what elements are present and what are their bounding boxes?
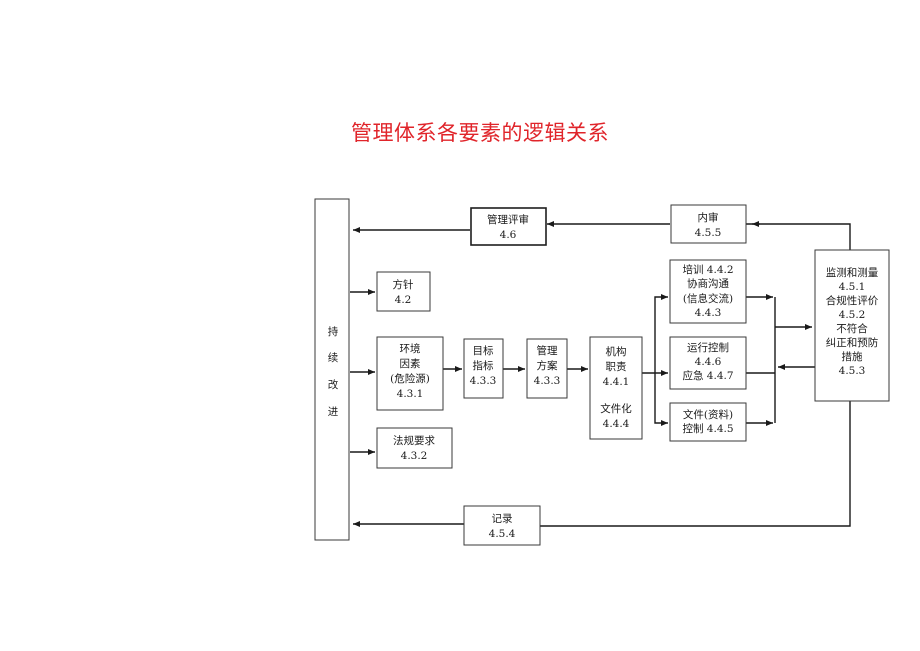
org-code-2: 4.4.4	[603, 418, 630, 430]
edge-monitoring-to-audit	[720, 223, 851, 250]
legal-requirements-box	[376, 427, 453, 469]
org-label-2: 职责	[606, 360, 627, 373]
continuous-label-2: 续	[328, 351, 339, 364]
env-label-3: (危险源)	[390, 372, 430, 385]
objectives-label-2: 指标	[473, 359, 494, 372]
page-title: 管理体系各要素的逻辑关系	[351, 121, 609, 145]
objectives-box	[463, 338, 504, 399]
operation-code: 4.4.6	[695, 356, 722, 368]
training-label-3: (信息交流)	[683, 292, 733, 305]
objectives-code: 4.3.3	[470, 375, 497, 387]
org-label-1: 机构	[606, 345, 627, 358]
org-label-3: 文件化	[600, 402, 632, 415]
monitoring-box	[814, 249, 890, 402]
monitoring-label-4: 纠正和预防	[826, 336, 879, 349]
monitoring-code-1: 4.5.1	[839, 281, 866, 293]
management-review-box	[470, 207, 547, 246]
env-label-2: 因素	[400, 357, 421, 370]
operation-label-2: 应急 4.4.7	[682, 369, 733, 382]
internal-audit-label: 内审	[698, 211, 719, 224]
records-label: 记录	[492, 513, 513, 525]
continuous-label-3: 改	[328, 378, 339, 391]
program-label-1: 管理	[537, 344, 558, 357]
policy-box	[376, 271, 431, 312]
objectives-label-1: 目标	[473, 345, 494, 357]
legal-label: 法规要求	[393, 434, 435, 447]
program-label-2: 方案	[537, 359, 558, 372]
organization-box	[589, 336, 643, 440]
program-code: 4.3.3	[534, 375, 561, 387]
monitoring-label-5: 措施	[842, 350, 863, 363]
internal-audit-box	[670, 204, 747, 244]
edge-monitoring-to-records	[540, 401, 851, 527]
continuous-improvement-box	[314, 198, 350, 541]
training-label-1: 培训 4.4.2	[682, 263, 733, 276]
training-box	[669, 259, 747, 324]
management-program-box	[526, 338, 568, 399]
edge-branch-to-training	[654, 294, 668, 373]
records-code: 4.5.4	[489, 528, 516, 540]
document-label-1: 文件(资料)	[683, 408, 733, 421]
continuous-label-1: 持	[328, 325, 339, 338]
policy-code: 4.2	[395, 294, 412, 306]
management-review-code: 4.6	[500, 229, 517, 241]
training-code: 4.4.3	[695, 307, 722, 319]
monitoring-label-2: 合规性评价	[826, 294, 879, 307]
monitoring-code-3: 4.5.3	[839, 365, 866, 377]
continuous-label-4: 进	[328, 406, 339, 418]
environmental-factors-box	[376, 336, 444, 411]
operation-control-box	[669, 336, 747, 390]
management-review-label: 管理评审	[487, 213, 529, 226]
env-label-1: 环境	[400, 342, 421, 355]
document-label-2: 控制 4.4.5	[682, 422, 733, 435]
internal-audit-code: 4.5.5	[695, 227, 722, 239]
env-code: 4.3.1	[397, 388, 424, 400]
edges	[350, 221, 851, 527]
document-control-box	[669, 402, 747, 442]
monitoring-code-2: 4.5.2	[839, 309, 866, 321]
legal-code: 4.3.2	[401, 450, 428, 462]
training-label-2: 协商沟通	[687, 277, 729, 290]
policy-label: 方针	[393, 278, 414, 291]
monitoring-label-3: 不符合	[836, 322, 868, 335]
org-code-1: 4.4.1	[603, 376, 630, 388]
monitoring-label-1: 监测和测量	[826, 266, 879, 279]
edge-branch-to-documents	[654, 373, 668, 426]
operation-label-1: 运行控制	[687, 341, 729, 354]
records-box	[463, 505, 541, 546]
